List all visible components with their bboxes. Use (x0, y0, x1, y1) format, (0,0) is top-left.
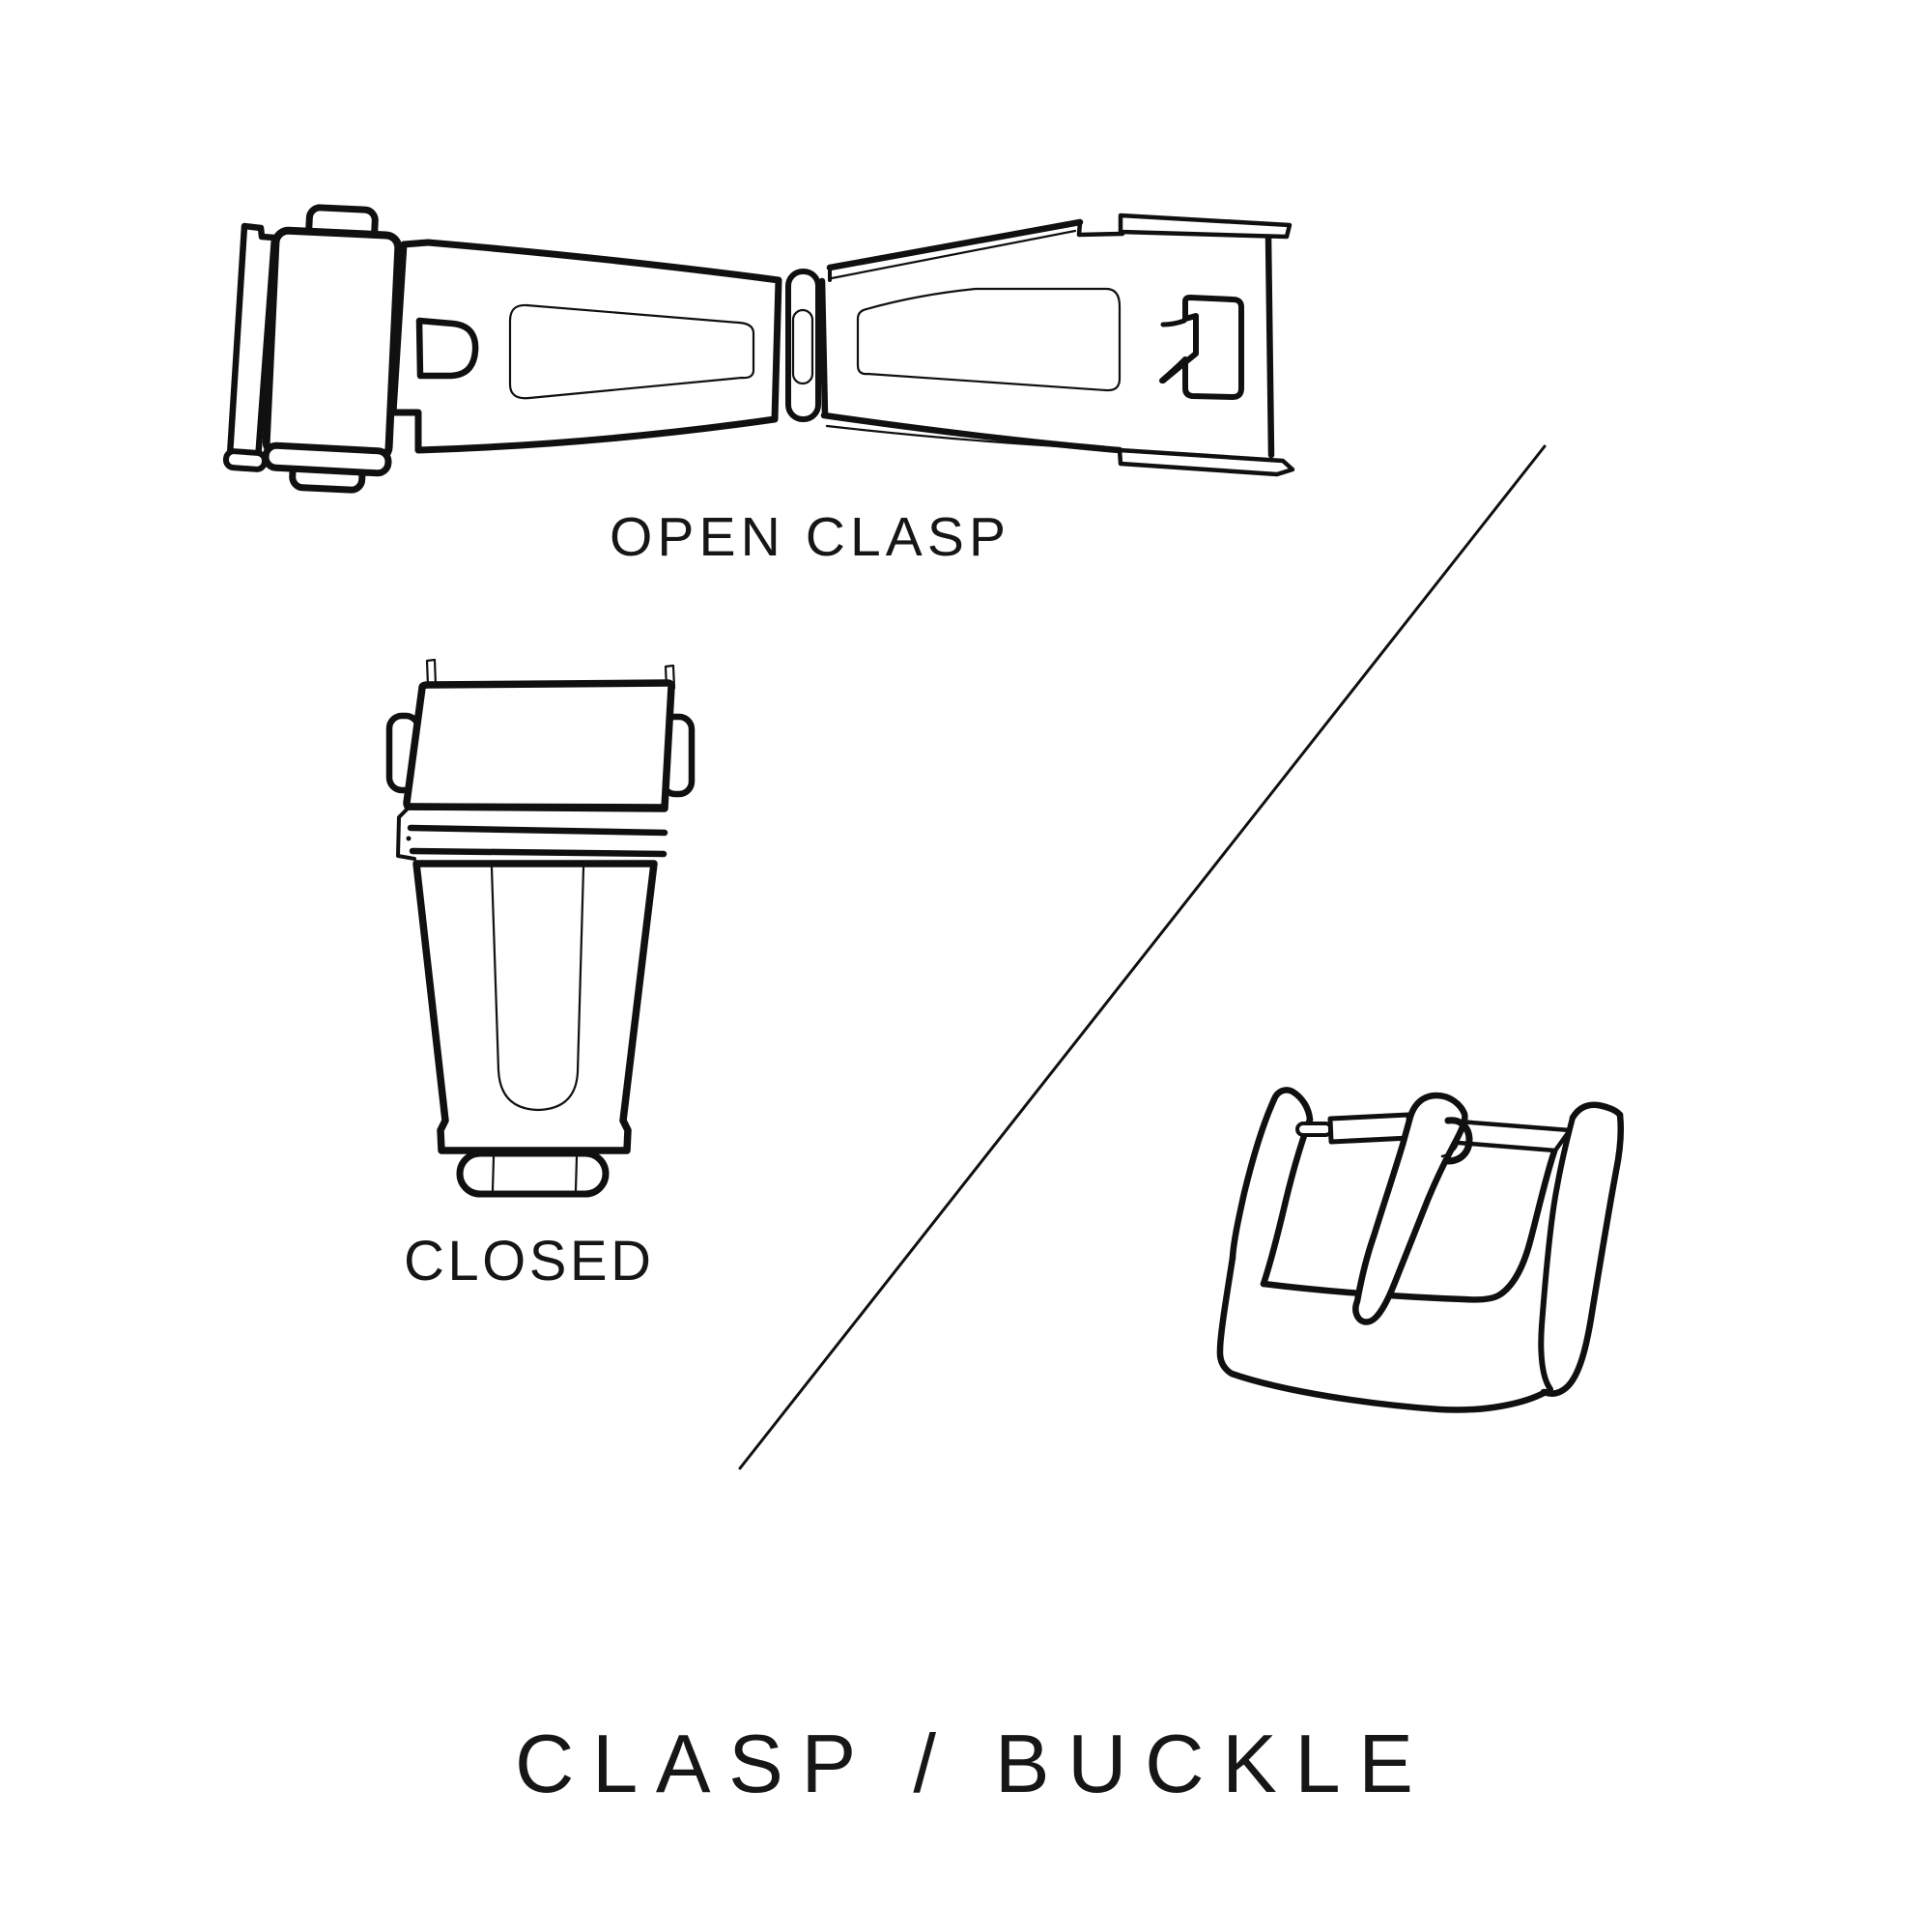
svg-text:CLASP / BUCKLE: CLASP / BUCKLE (515, 1719, 1413, 1810)
svg-text:OPEN CLASP: OPEN CLASP (610, 506, 1006, 568)
